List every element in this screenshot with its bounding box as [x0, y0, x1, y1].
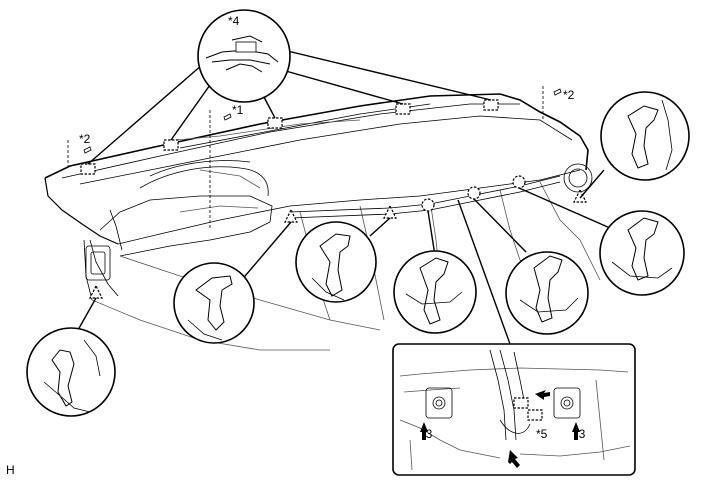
- clip-marker: [395, 103, 411, 115]
- screw-icon: [553, 88, 562, 96]
- ref-label-3-right: *3: [574, 427, 586, 441]
- screws: [67, 86, 562, 228]
- figure-code-label: H: [6, 463, 15, 477]
- clip-detail-callout: [173, 262, 255, 344]
- arrow-up-icon: [420, 422, 428, 440]
- clip-detail-callout: [505, 251, 589, 335]
- screw-icon: [83, 146, 92, 154]
- clip-marker: [267, 117, 283, 129]
- ref-label-2-left: *2: [79, 132, 91, 146]
- arrow-up-icon: [572, 422, 580, 440]
- clip-marker: [163, 139, 179, 151]
- clip-marker: [483, 99, 499, 111]
- clip-detail-callout: [599, 210, 685, 296]
- ref-label-3-left: *3: [421, 427, 433, 441]
- ref-label-4: *4: [228, 14, 240, 28]
- ref-label-5: *5: [536, 427, 548, 441]
- arrow-icon: [508, 450, 520, 468]
- screw-icon: [223, 113, 232, 121]
- leader-lines: [77, 47, 611, 345]
- clip-detail-callout: [26, 327, 116, 417]
- triangle-marker: [383, 204, 397, 219]
- triangle-marker: [284, 208, 298, 223]
- ref-label-2-right: *2: [563, 88, 575, 102]
- clip-detail-callout: [197, 9, 291, 103]
- inset-detail: [392, 343, 636, 476]
- ref-label-1: *1: [232, 103, 244, 117]
- callouts: [26, 9, 690, 417]
- arrow-icon: [535, 390, 550, 400]
- triangle-marker: [89, 284, 103, 299]
- reference-labels: *4 *1 *2 *2 *3 *3 *5 H: [6, 14, 586, 477]
- claw-marker: [421, 198, 435, 212]
- claw-marker: [467, 186, 481, 200]
- clip-marker: [80, 163, 96, 175]
- triangle-marker: [573, 188, 587, 203]
- claw-marker: [512, 175, 526, 189]
